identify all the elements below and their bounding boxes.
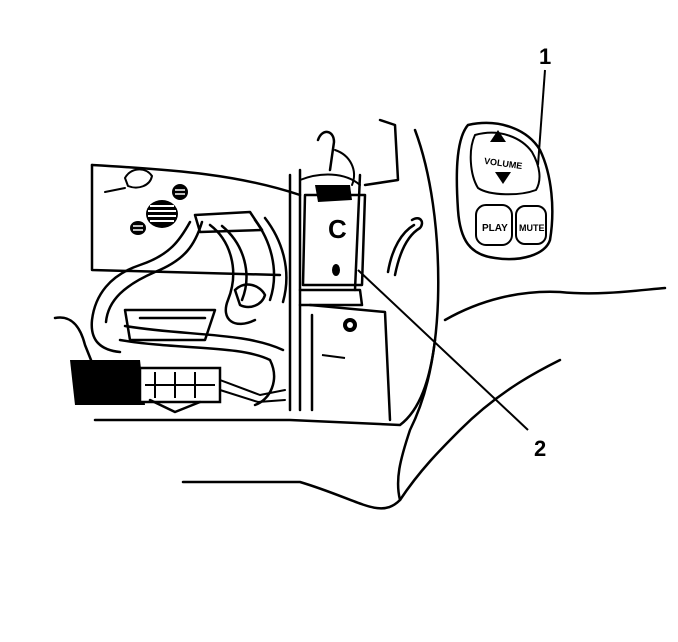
control-module: C — [298, 130, 367, 307]
mute-button-label: MUTE — [519, 223, 545, 233]
lower-bracket — [308, 303, 392, 422]
leader-line-1 — [537, 69, 546, 166]
leader-lines — [357, 69, 546, 431]
dashboard-panel — [90, 118, 667, 510]
callout-1: 1 — [539, 44, 551, 69]
steering-wheel-switch: VOLUME PLAY MUTE — [455, 121, 554, 261]
dash-vents — [104, 168, 188, 235]
wiring-harness — [90, 210, 288, 407]
volume-button-label: VOLUME — [483, 156, 523, 171]
harness-connector — [53, 316, 286, 414]
module-letter: C — [328, 214, 347, 244]
play-button-label: PLAY — [482, 223, 508, 234]
callout-2: 2 — [534, 436, 546, 461]
retaining-clip — [386, 217, 424, 277]
leader-line-2 — [357, 269, 529, 431]
